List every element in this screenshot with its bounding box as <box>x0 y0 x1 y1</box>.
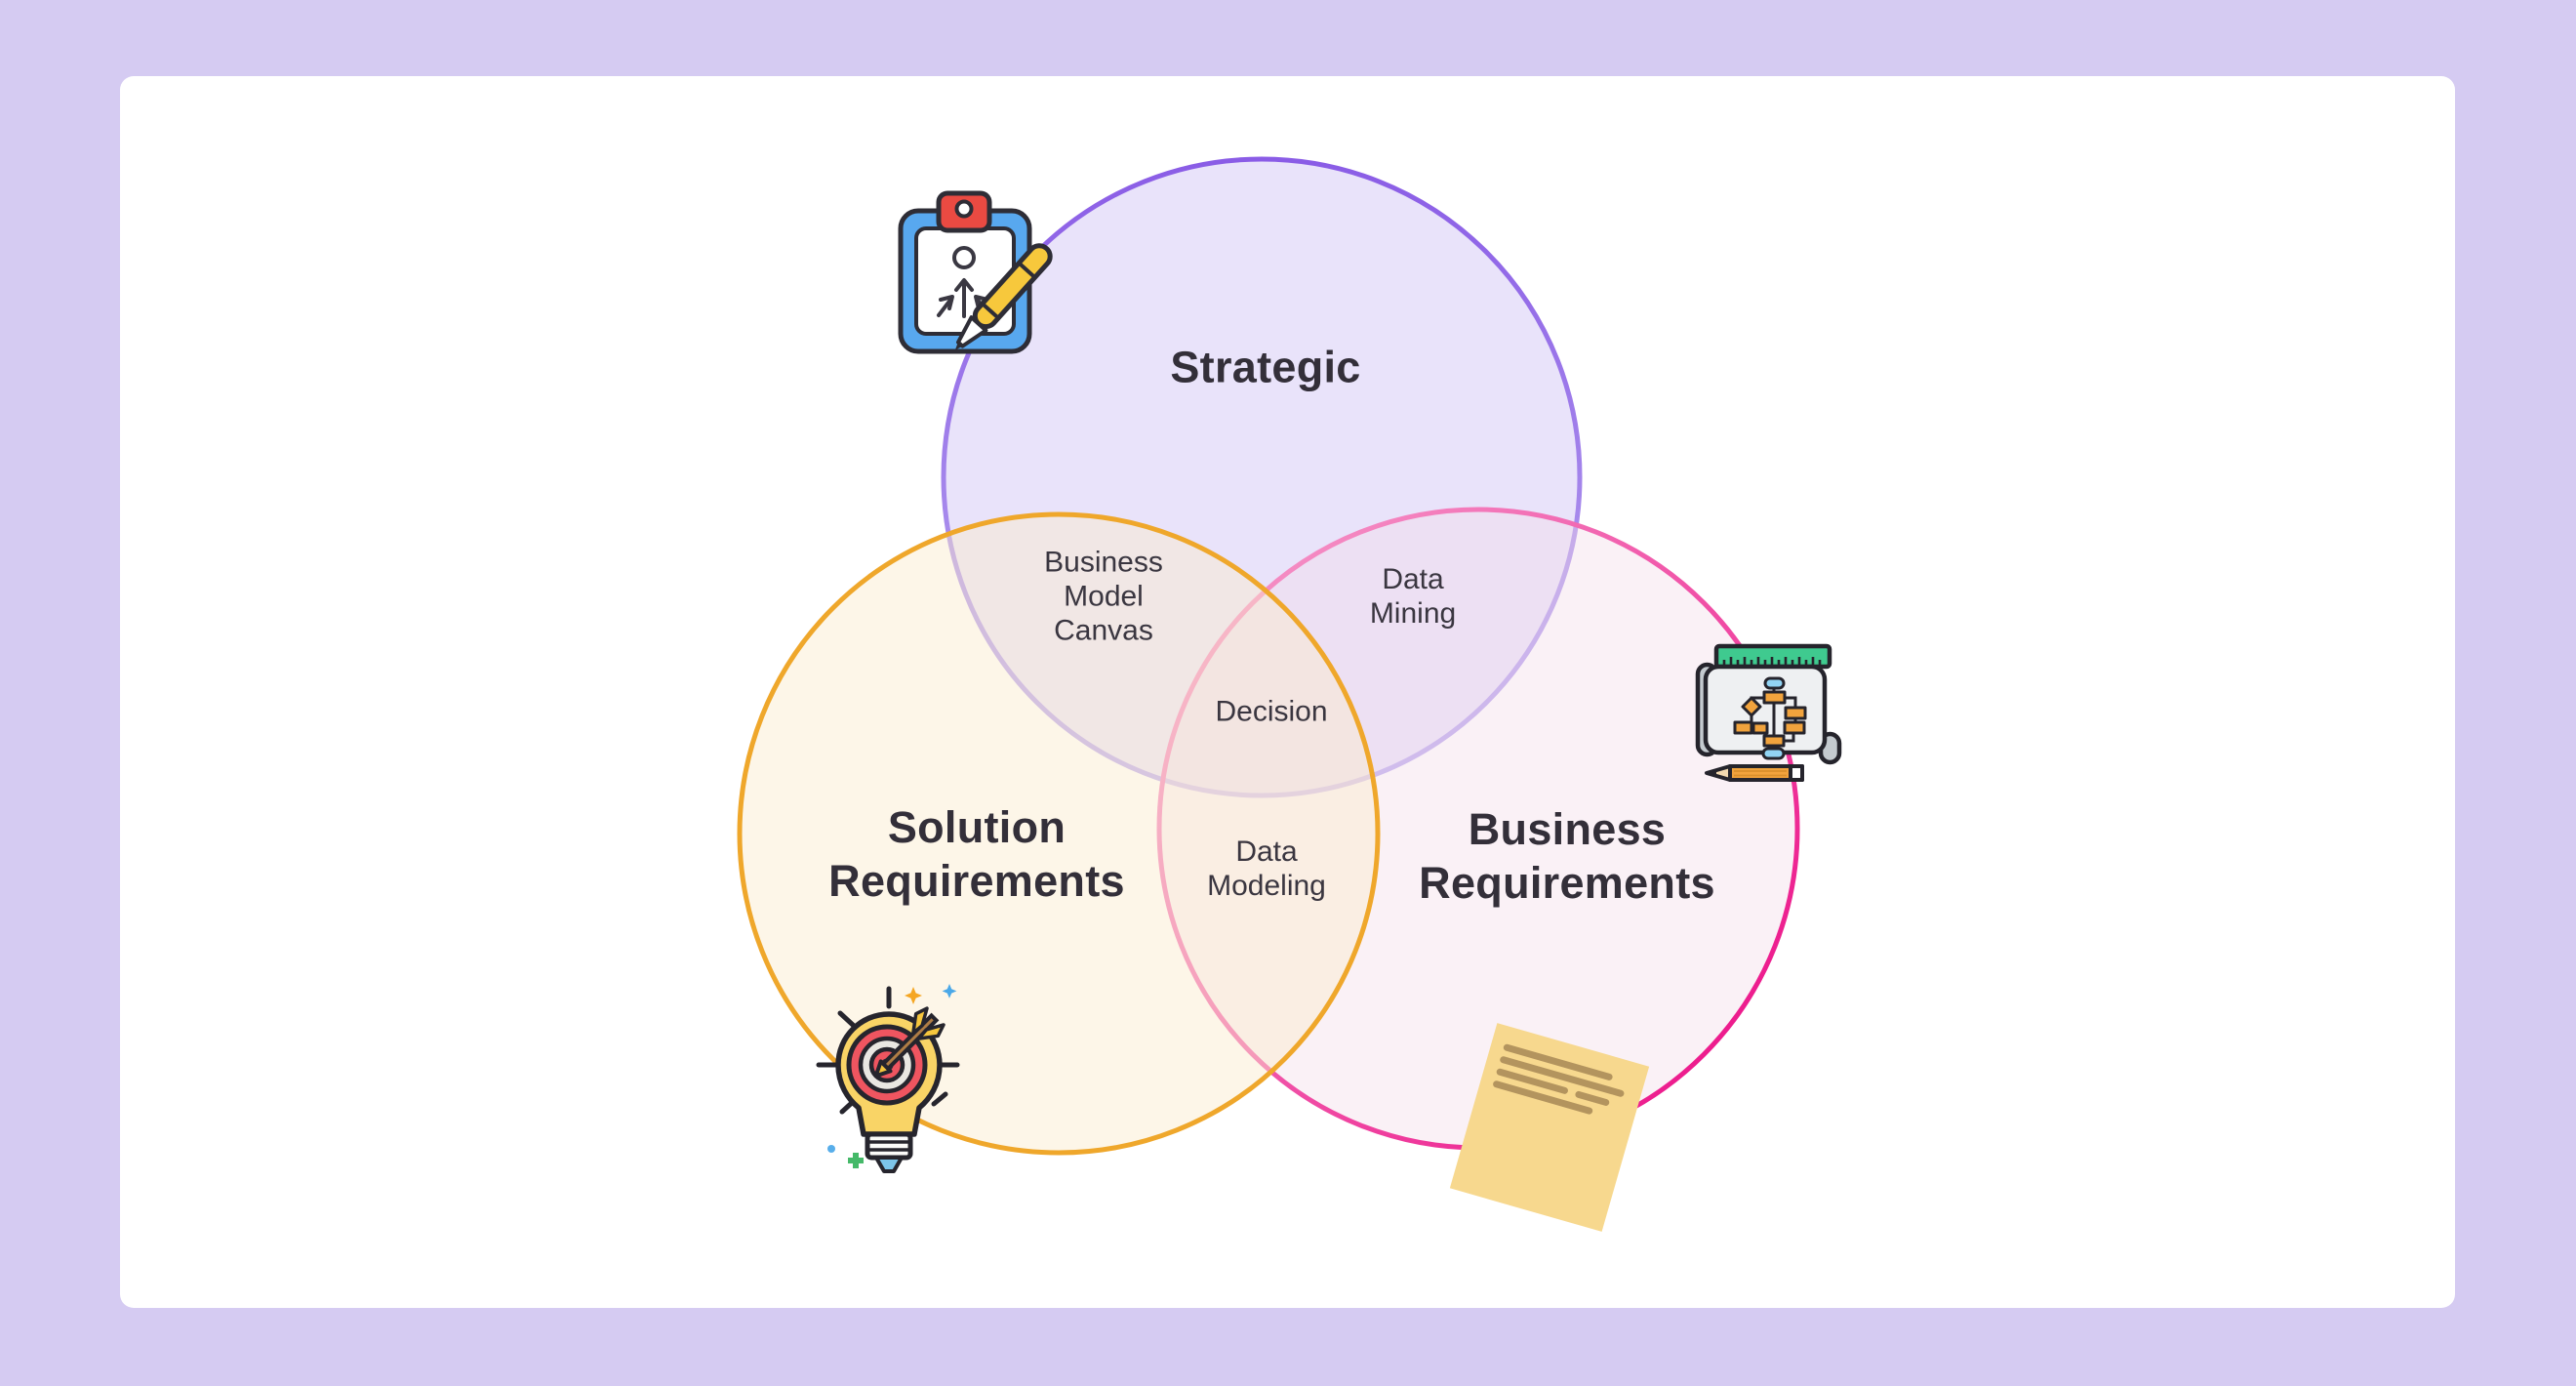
data-mining-label: Data Mining <box>1369 563 1457 630</box>
strategic-circle <box>941 156 1583 798</box>
green-plus-sparkle-icon <box>848 1153 864 1168</box>
strategy-clipboard-icon <box>898 190 1053 354</box>
dart-icon <box>873 1006 946 1079</box>
idea-target-icon <box>816 984 960 1173</box>
blue-dot-sparkle-icon <box>827 1145 835 1153</box>
business-model-canvas-label: Business Model Canvas <box>1044 546 1163 647</box>
orange-sparkle-icon <box>905 987 922 1004</box>
solution-requirements-circle <box>737 511 1381 1156</box>
pencil-icon <box>1705 764 1804 782</box>
strategic-label: Strategic <box>1170 342 1361 392</box>
decision-label: Decision <box>1215 695 1328 728</box>
pen-icon <box>954 243 1053 350</box>
flowchart-blueprint-icon <box>1695 643 1842 782</box>
business-requirements-label: Business Requirements <box>1419 804 1715 908</box>
solution-requirements-label: Solution Requirements <box>828 802 1125 906</box>
blue-sparkle-icon <box>942 984 957 999</box>
data-modeling-label: Data Modeling <box>1207 836 1326 902</box>
